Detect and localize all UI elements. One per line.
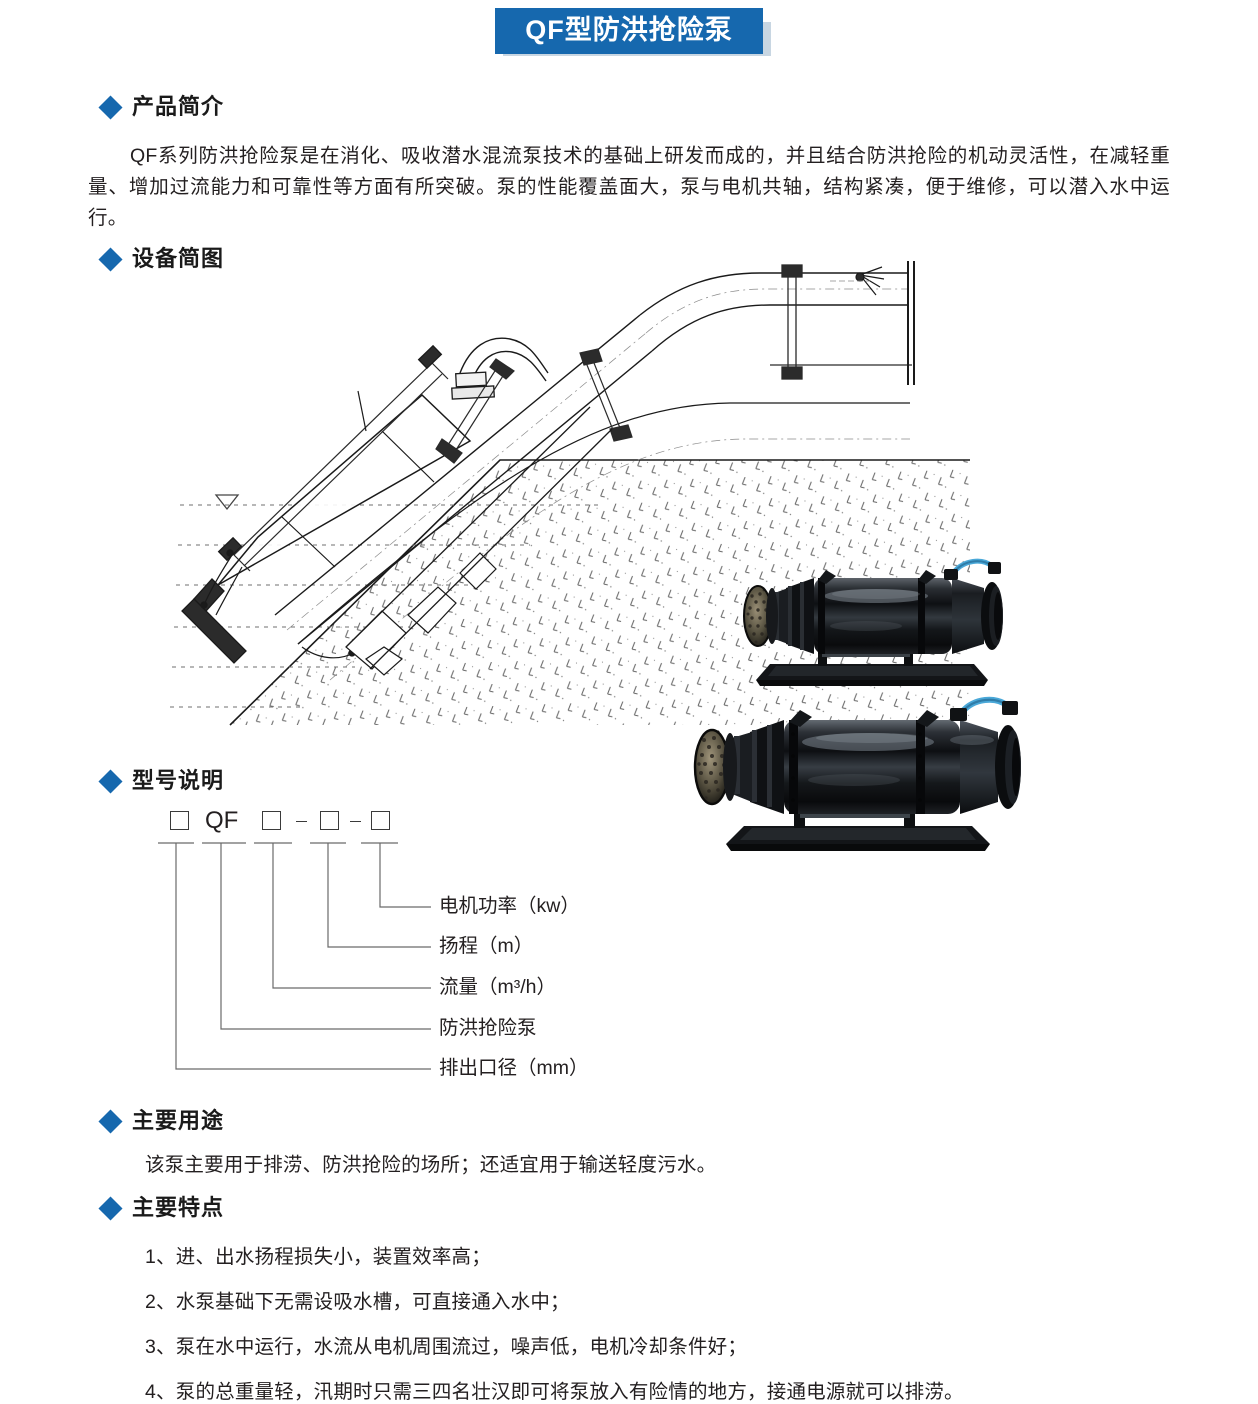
section-title-intro: 产品简介 bbox=[132, 94, 225, 119]
feature-item-4: 4、泵的总重量轻，汛期时只需三四名壮汉即可将泵放入有险情的地方，接通电源就可以排… bbox=[145, 1381, 964, 1403]
section-title-diagram: 设备简图 bbox=[132, 246, 225, 271]
pump-base-plate bbox=[726, 826, 990, 851]
pump-photo-upper bbox=[743, 558, 1003, 686]
feature-item-3: 3、泵在水中运行，水流从电机周围流过，噪声低，电机冷却条件好； bbox=[145, 1336, 748, 1358]
model-box-2 bbox=[262, 811, 281, 830]
model-dash-1 bbox=[296, 821, 307, 822]
section-title-usage: 主要用途 bbox=[132, 1108, 225, 1133]
model-box-1 bbox=[170, 811, 189, 830]
model-label-discharge-diameter: 排出口径（mm） bbox=[439, 1057, 589, 1079]
intro-paragraph: QF系列防洪抢险泵是在消化、吸收潜水混流泵技术的基础上研发而成的，并且结合防洪抢… bbox=[88, 141, 1170, 234]
section-heading-model: 型号说明 bbox=[98, 768, 225, 794]
model-dash-2 bbox=[350, 821, 361, 822]
feature-item-1: 1、进、出水扬程损失小，装置效率高； bbox=[145, 1246, 491, 1268]
feature-item-2: 2、水泵基础下无需设吸水槽，可直接通入水中； bbox=[145, 1291, 570, 1313]
water-level-triangle-icon bbox=[214, 494, 240, 511]
model-label-motor-power: 电机功率（kw） bbox=[439, 895, 580, 917]
diamond-bullet-icon bbox=[98, 94, 123, 120]
page-title-banner: QF型防洪抢险泵 bbox=[0, 8, 1258, 56]
section-heading-diagram: 设备简图 bbox=[98, 246, 225, 272]
model-label-pump-type: 防洪抢险泵 bbox=[439, 1017, 537, 1039]
model-box-4 bbox=[371, 811, 390, 830]
model-label-flow: 流量（m³/h） bbox=[439, 976, 557, 998]
model-designation-diagram: QF 电机功率（kw） 扬程（m） 流量（m³/h） 防洪抢险泵 排出口径（ bbox=[150, 795, 620, 1085]
pump-photo-lower bbox=[693, 696, 1021, 851]
model-prefix-qf: QF bbox=[205, 807, 239, 834]
section-heading-intro: 产品简介 bbox=[98, 94, 225, 120]
section-heading-features: 主要特点 bbox=[98, 1195, 225, 1221]
section-title-features: 主要特点 bbox=[132, 1195, 225, 1220]
usage-paragraph: 该泵主要用于排涝、防洪抢险的场所；还适宜用于输送轻度污水。 bbox=[145, 1154, 717, 1176]
strainer-mesh bbox=[695, 730, 729, 804]
intro-text: QF系列防洪抢险泵是在消化、吸收潜水混流泵技术的基础上研发而成的，并且结合防洪抢… bbox=[88, 145, 1170, 229]
diamond-bullet-icon bbox=[98, 1195, 123, 1221]
model-label-head: 扬程（m） bbox=[439, 935, 534, 957]
diamond-bullet-icon bbox=[98, 768, 123, 794]
diamond-bullet-icon bbox=[98, 246, 123, 272]
model-box-3 bbox=[320, 811, 339, 830]
diamond-bullet-icon bbox=[98, 1108, 123, 1134]
section-title-model: 型号说明 bbox=[132, 768, 225, 793]
section-heading-usage: 主要用途 bbox=[98, 1108, 225, 1134]
pump-base-plate bbox=[756, 664, 988, 686]
model-leader-lines bbox=[158, 842, 431, 1070]
title-shadow: QF型防洪抢险泵 bbox=[495, 8, 771, 56]
equipment-schematic-drawing bbox=[170, 261, 970, 726]
page-title: QF型防洪抢险泵 bbox=[495, 8, 763, 54]
